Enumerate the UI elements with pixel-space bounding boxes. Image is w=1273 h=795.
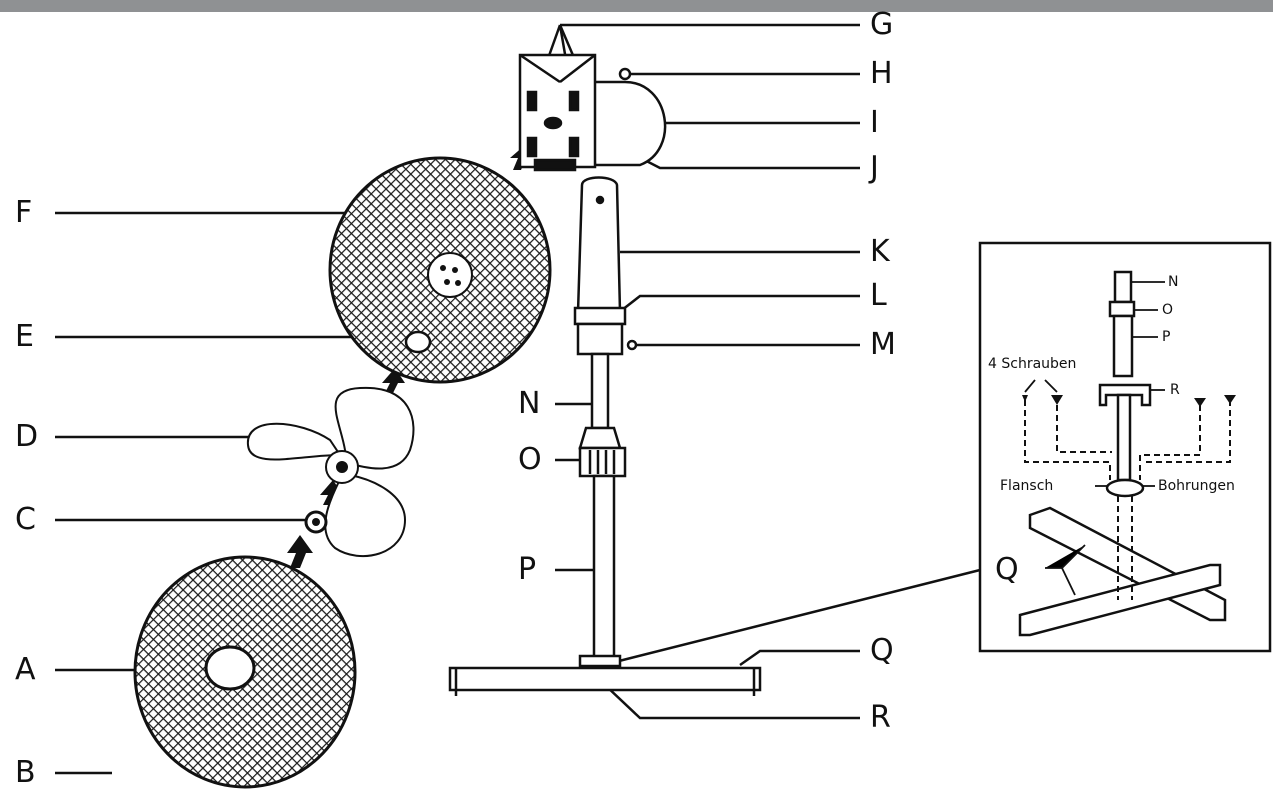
label-Q: Q — [870, 633, 894, 668]
leader-inset — [614, 568, 981, 664]
inset-label-flansch: Flansch — [1000, 478, 1054, 494]
motor-head — [518, 53, 667, 172]
label-M: M — [870, 327, 896, 362]
inset-label-P: P — [1162, 329, 1171, 345]
inset-label-N: N — [1168, 274, 1179, 290]
label-N: N — [518, 386, 541, 421]
label-L: L — [870, 278, 887, 313]
label-H: H — [870, 56, 893, 91]
label-E: E — [15, 319, 34, 354]
inset-box — [978, 241, 1272, 653]
leader-L — [621, 294, 860, 311]
leader-Q — [739, 649, 860, 667]
leader-R — [604, 684, 860, 720]
label-C: C — [15, 502, 36, 537]
label-B: B — [15, 755, 36, 790]
stand — [448, 176, 762, 696]
label-P: P — [518, 552, 537, 587]
label-K: K — [870, 234, 890, 269]
label-O: O — [518, 442, 542, 477]
inset-label-schrauben: 4 Schrauben — [988, 356, 1077, 372]
inset-label-Q: Q — [995, 552, 1019, 587]
rear-grill — [328, 156, 552, 384]
label-G: G — [870, 7, 894, 42]
label-F: F — [15, 195, 33, 230]
label-A: A — [15, 652, 36, 687]
inset-label-O: O — [1162, 302, 1174, 318]
fan-blade — [246, 386, 415, 557]
leader-J — [624, 148, 860, 170]
top-bar — [0, 0, 1273, 12]
label-J: J — [870, 150, 879, 185]
label-I: I — [870, 105, 879, 140]
front-grill — [133, 555, 357, 789]
inset-label-bohrungen: Bohrungen — [1158, 478, 1235, 494]
label-R: R — [870, 700, 891, 735]
spinner — [304, 510, 328, 534]
inset-label-R: R — [1170, 382, 1180, 398]
label-D: D — [15, 419, 39, 454]
